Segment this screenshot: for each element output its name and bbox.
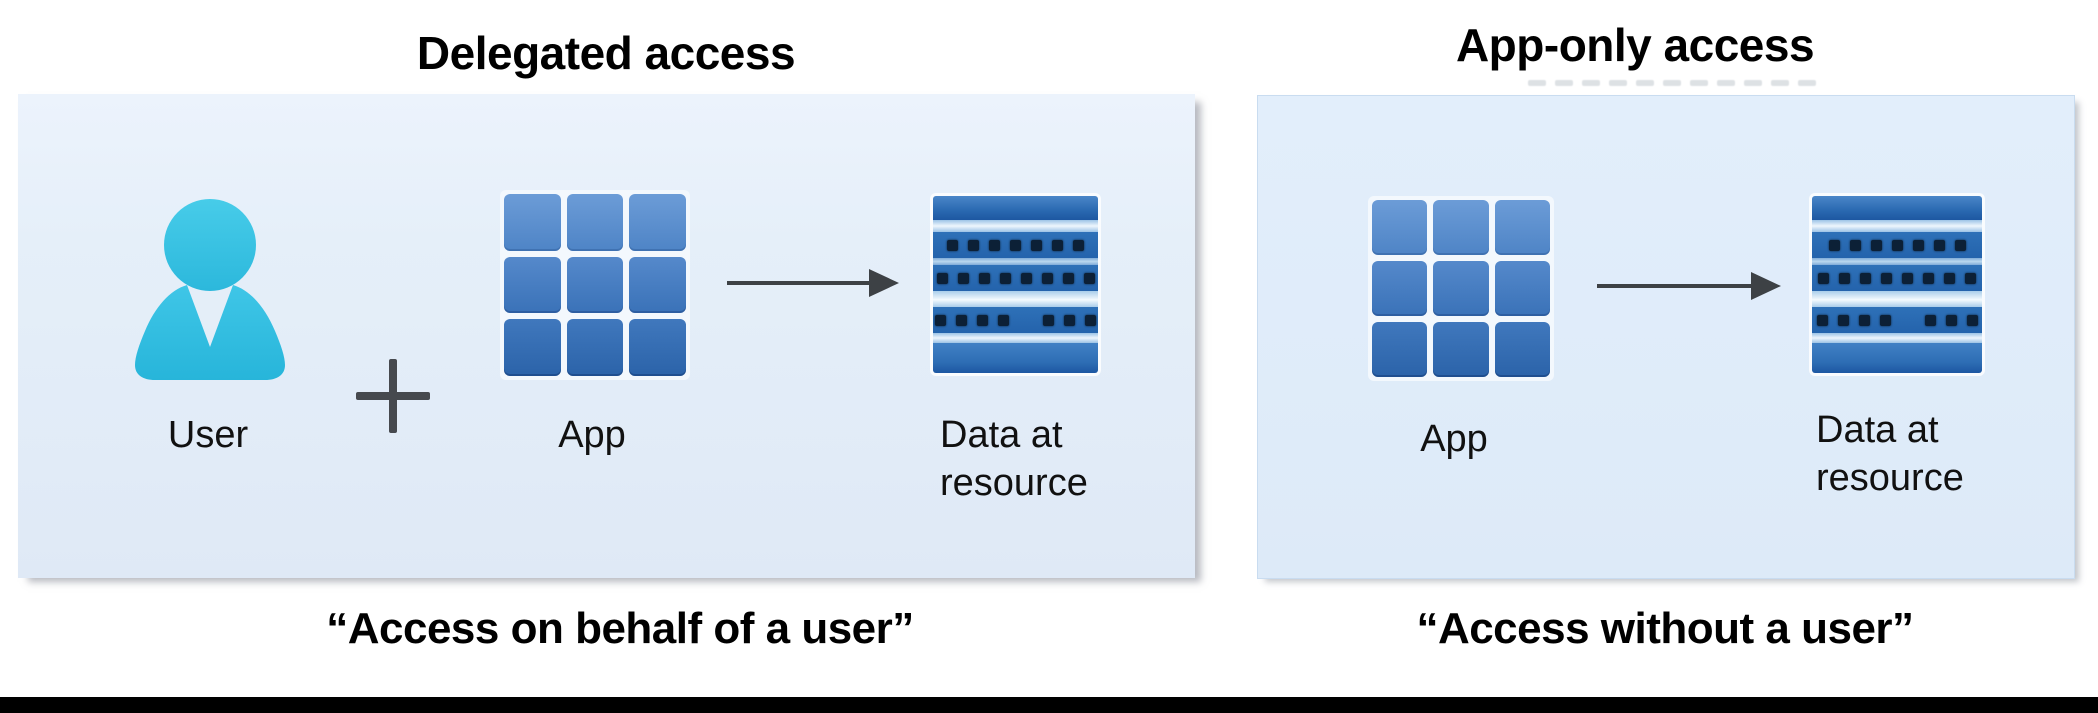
- data-resource-label: Data at resource: [1816, 406, 2076, 502]
- arrow-icon: [727, 269, 899, 297]
- user-label: User: [167, 414, 249, 456]
- app-only-access-caption: “Access without a user”: [1416, 604, 1914, 653]
- data-resource-icon: [1812, 196, 1982, 373]
- plus-icon: [356, 359, 430, 433]
- data-resource-label-line2: resource: [940, 462, 1088, 504]
- data-resource-label-line2: resource: [1816, 457, 1964, 499]
- app-label: App: [1420, 418, 1488, 460]
- arrow-icon: [1597, 272, 1781, 300]
- app-only-access-title: App-only access: [1455, 19, 1815, 71]
- delegated-access-title: Delegated access: [416, 27, 796, 79]
- app-grid-icon: [1368, 196, 1554, 381]
- data-resource-label-line1: Data at: [1816, 409, 1939, 451]
- app-label: App: [558, 414, 626, 456]
- user-icon: [135, 199, 285, 380]
- delegated-access-caption: “Access on behalf of a user”: [326, 604, 914, 653]
- data-resource-label: Data at resource: [940, 411, 1200, 507]
- app-only-access-panel: App Data at resource: [1257, 95, 2075, 579]
- ghost-text-artifact: [1528, 80, 1828, 86]
- data-resource-icon: [933, 196, 1098, 373]
- bottom-black-bar: [0, 697, 2098, 713]
- app-grid-icon: [500, 190, 690, 380]
- data-resource-label-line1: Data at: [940, 414, 1063, 456]
- delegated-access-panel: User App Data at resource: [18, 94, 1195, 578]
